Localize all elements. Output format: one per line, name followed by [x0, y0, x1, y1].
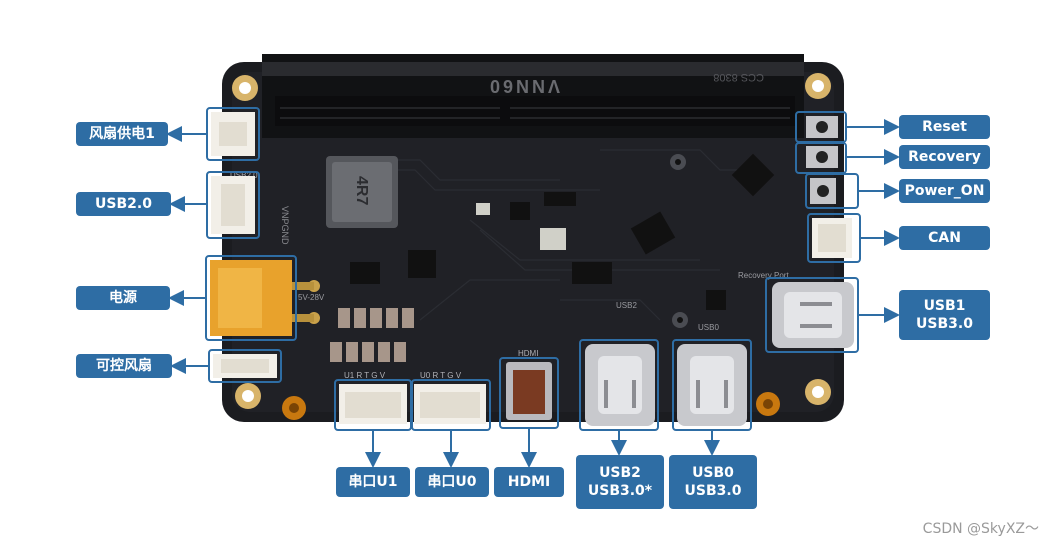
u1-silk: U1 R T G V	[344, 371, 386, 380]
callout-arrows	[166, 119, 900, 468]
label-usb0: USB0 USB3.0	[669, 455, 757, 509]
u0-silk: U0 R T G V	[420, 371, 462, 380]
recovery-port-silk: Recovery Port	[738, 271, 789, 280]
label-power-on: Power_ON	[899, 179, 990, 203]
label-can: CAN	[899, 226, 990, 250]
hdmi-silk: HDMI	[518, 349, 538, 358]
usb0-silk: USB0	[698, 323, 719, 332]
label-reset: Reset	[899, 115, 990, 139]
label-uart-u1: 串口U1	[336, 467, 410, 497]
sodimm-slot: VNN60 CCS 8308	[262, 54, 804, 138]
slot-silk-right: CCS 8308	[713, 71, 764, 83]
label-hdmi: HDMI	[494, 467, 564, 497]
label-uart-u0: 串口U0	[415, 467, 489, 497]
usb2-silk: USB2	[616, 301, 637, 310]
label-ctrl-fan: 可控风扇	[76, 354, 172, 378]
csdn-watermark: CSDN @SkyXZ～	[922, 521, 1039, 537]
label-recovery: Recovery	[899, 145, 990, 169]
voltage-silk: 5V-28V	[298, 293, 325, 302]
slot-silk: VNN60	[487, 76, 560, 96]
label-power: 电源	[76, 286, 170, 310]
label-usb1: USB1 USB3.0	[899, 290, 990, 340]
label-fan-power: 风扇供电1	[76, 122, 168, 146]
usb20-silk: USB2.0	[230, 171, 258, 180]
inductor-mark: 4R7	[353, 176, 370, 205]
label-usb2: USB2 USB3.0*	[576, 455, 664, 509]
pin-header-silk: VNPGND	[280, 206, 290, 245]
connectors	[210, 112, 854, 426]
label-usb20: USB2.0	[76, 192, 171, 216]
